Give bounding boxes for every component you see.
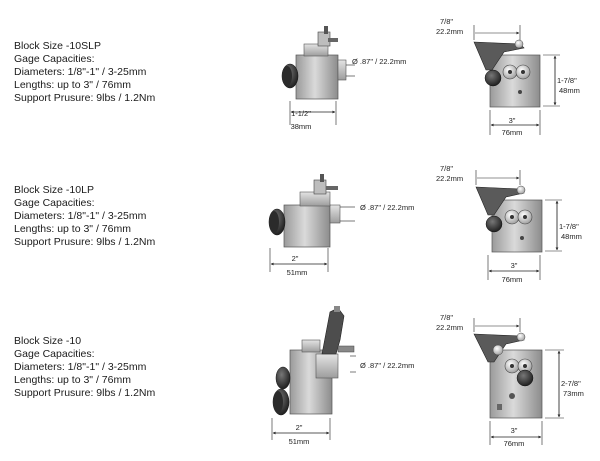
height-in-label: 2-7/8" (561, 379, 581, 388)
front-width-in-label: 3" (511, 261, 518, 270)
width-mm-label: 51mm (287, 268, 308, 277)
diameter-label: Ø .87" / 22.2mm (360, 203, 414, 212)
height-in-label: 1-7/8" (557, 76, 577, 85)
spec-block-10: Block Size -10 Gage Capacities: Diameter… (14, 335, 155, 400)
width-in-label: 2" (296, 423, 303, 432)
width-in-label: 2" (292, 254, 299, 263)
block-size-title: Block Size -10 (14, 335, 82, 347)
top-in-label: 7/8" (440, 313, 453, 322)
front-width-mm-label: 76mm (502, 275, 523, 284)
height-in-label: 1-7/8" (559, 222, 579, 231)
top-mm-label: 22.2mm (436, 174, 463, 183)
front-width-mm-label: 76mm (504, 439, 525, 448)
front-width-in-label: 3" (511, 426, 518, 435)
spec-block-10slp: Block Size -10SLP Gage Capacities: Diame… (14, 40, 155, 105)
lengths-spec: Lengths: up to 3" / 76mm (14, 79, 131, 91)
width-mm-label: 51mm (289, 437, 310, 446)
diameters-spec: Diameters: 1/8"-1" / 3-25mm (14, 361, 147, 373)
top-in-label: 7/8" (440, 164, 453, 173)
lengths-spec: Lengths: up to 3" / 76mm (14, 374, 131, 386)
diameters-spec: Diameters: 1/8"-1" / 3-25mm (14, 210, 147, 222)
gage-capacities-label: Gage Capacities: (14, 53, 95, 65)
height-mm-label: 73mm (563, 389, 584, 398)
diameters-spec: Diameters: 1/8"-1" / 3-25mm (14, 66, 147, 78)
front-width-mm-label: 76mm (502, 128, 523, 137)
support-pressure-spec: Support Prusure: 9lbs / 1.2Nm (14, 92, 156, 104)
block-size-title: Block Size -10SLP (14, 40, 101, 52)
diameter-label: Ø .87" / 22.2mm (352, 57, 406, 66)
spec-block-10lp: Block Size -10LP Gage Capacities: Diamet… (14, 184, 155, 249)
width-mm-label: 38mm (291, 122, 312, 131)
top-mm-label: 22.2mm (436, 323, 463, 332)
front-width-in-label: 3" (509, 116, 516, 125)
side-view-10lp (268, 174, 355, 272)
support-pressure-spec: Support Prusure: 9lbs / 1.2Nm (14, 236, 156, 248)
front-view-10slp (473, 25, 560, 135)
width-in-label: 1-1/2" (291, 109, 311, 118)
front-view-10lp (475, 170, 562, 280)
front-view-10 (473, 318, 564, 445)
height-mm-label: 48mm (561, 232, 582, 241)
lengths-spec: Lengths: up to 3" / 76mm (14, 223, 131, 235)
height-mm-label: 48mm (559, 86, 580, 95)
diameter-label: Ø .87" / 22.2mm (360, 361, 414, 370)
side-view-10 (271, 306, 356, 440)
gage-capacities-label: Gage Capacities: (14, 348, 95, 360)
side-view-10slp (281, 26, 355, 125)
top-mm-label: 22.2mm (436, 27, 463, 36)
top-in-label: 7/8" (440, 17, 453, 26)
gage-capacities-label: Gage Capacities: (14, 197, 95, 209)
support-pressure-spec: Support Prusure: 9lbs / 1.2Nm (14, 387, 156, 399)
block-size-title: Block Size -10LP (14, 184, 94, 196)
